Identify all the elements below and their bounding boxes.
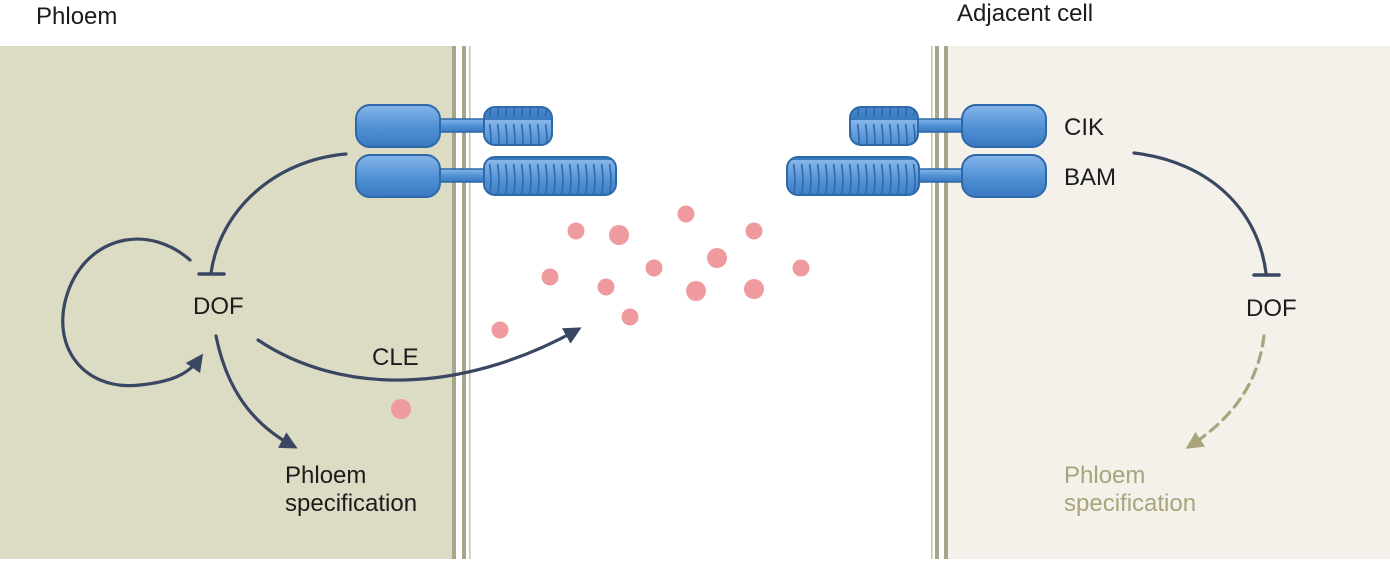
cle-peptide (745, 222, 763, 240)
dof-label-right: DOF (1246, 295, 1297, 322)
bam-receptor-left (355, 154, 617, 198)
cle-peptide (541, 268, 559, 286)
cik-receptor-right (849, 104, 1047, 148)
cle-peptide (686, 281, 706, 301)
receptor-inhibits-dof-arrow-right (1132, 151, 1268, 275)
dof-label-left: DOF (193, 293, 244, 320)
left-regulation-arrows (61, 152, 582, 449)
phloem-specification-right-line2: specification (1064, 490, 1197, 517)
cle-peptide (597, 278, 615, 296)
receptor-inhibits-dof-arrow (209, 152, 348, 275)
cle-peptide (621, 308, 639, 326)
right-regulation-arrows (1132, 151, 1281, 449)
cle-peptide (744, 279, 764, 299)
phloem-specification-right-line1: Phloem (1064, 462, 1146, 489)
phloem-title: Phloem (36, 3, 118, 30)
cle-peptide (609, 225, 629, 245)
phloem-specification-left-line2: specification (285, 490, 418, 517)
cle-peptide (567, 222, 585, 240)
cle-peptide (677, 205, 695, 223)
cle-peptides (391, 205, 810, 419)
cle-peptide (645, 259, 663, 277)
phloem-specification-left-line1: Phloem (285, 462, 367, 489)
bam-label: BAM (1064, 164, 1117, 191)
adjacent-cell-title: Adjacent cell (957, 0, 1094, 27)
dof-self-activation-loop (61, 237, 204, 388)
bam-receptor-right (786, 154, 1047, 198)
cle-peptide (792, 259, 810, 277)
cle-peptide (707, 248, 727, 268)
cle-label: CLE (372, 344, 419, 371)
dof-to-cle-arrow (256, 327, 582, 382)
cik-receptor-left (355, 104, 553, 148)
dof-to-phloem-specification-dashed-arrow (1185, 334, 1266, 449)
cik-label: CIK (1064, 114, 1105, 141)
cle-peptide (491, 321, 509, 339)
cle-peptide (391, 399, 411, 419)
dof-to-phloem-specification-arrow (214, 334, 298, 449)
